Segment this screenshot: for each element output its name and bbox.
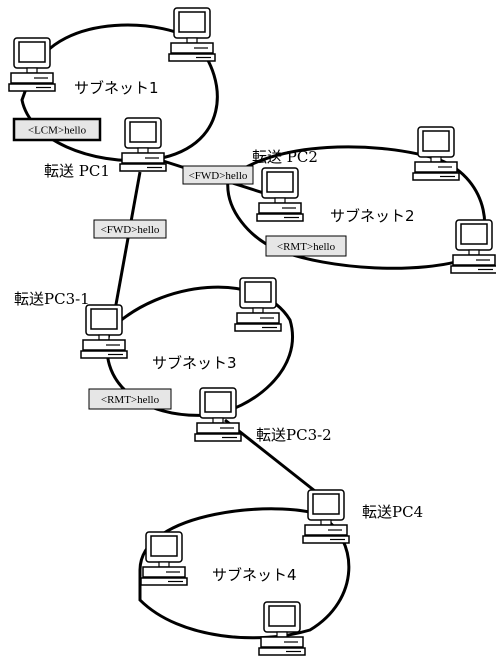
pc-forwarder-pc2 [256, 167, 304, 222]
message-rmt-subnet2-text: <RMT>hello [277, 241, 336, 253]
message-fwd-pc1-pc2-text: <FWD>hello [189, 170, 248, 182]
subnet4-ring [138, 507, 351, 640]
message-lcm: <LCM>hello [12, 117, 102, 142]
subnet2-label: サブネット2 [330, 207, 415, 225]
pc-subnet2-right [450, 219, 496, 274]
pc-forwarder-pc1 [119, 117, 167, 172]
forwarder-pc2-label: 転送 PC2 [252, 148, 318, 166]
link-pc32-pc4 [224, 418, 321, 497]
subnet3-label: サブネット3 [152, 354, 237, 372]
message-rmt-subnet3-text: <RMT>hello [101, 394, 160, 406]
message-fwd-pc1-pc2: <FWD>hello [182, 165, 254, 185]
link-pc1-pc31 [113, 171, 142, 311]
pc-subnet2-top [412, 126, 460, 181]
forwarder-pc31-label: 転送PC3-1 [14, 290, 90, 308]
pc-subnet1-left [8, 37, 56, 92]
forwarder-pc4-label: 転送PC4 [362, 503, 423, 521]
message-fwd-pc1-pc31-text: <FWD>hello [101, 224, 160, 236]
forwarder-pc32-label: 転送PC3-2 [256, 426, 332, 444]
forwarder-pc1-label: 転送 PC1 [44, 162, 110, 180]
message-rmt-subnet2: <RMT>hello [265, 235, 347, 257]
pc-subnet4-bottom [258, 601, 306, 656]
pc-forwarder-pc32 [194, 387, 242, 442]
pc-forwarder-pc31 [80, 304, 128, 359]
message-rmt-subnet3: <RMT>hello [88, 388, 172, 410]
subnet1-ring [20, 23, 219, 163]
pc-forwarder-pc4 [302, 489, 350, 544]
message-fwd-pc1-pc31: <FWD>hello [93, 219, 167, 239]
subnet1-label: サブネット1 [74, 79, 159, 97]
message-lcm-text: <LCM>hello [28, 125, 87, 137]
pc-subnet3-top [234, 277, 282, 332]
pc-subnet4-left [140, 531, 188, 586]
subnet4-label: サブネット4 [212, 566, 297, 584]
pc-subnet1-top [168, 7, 216, 62]
